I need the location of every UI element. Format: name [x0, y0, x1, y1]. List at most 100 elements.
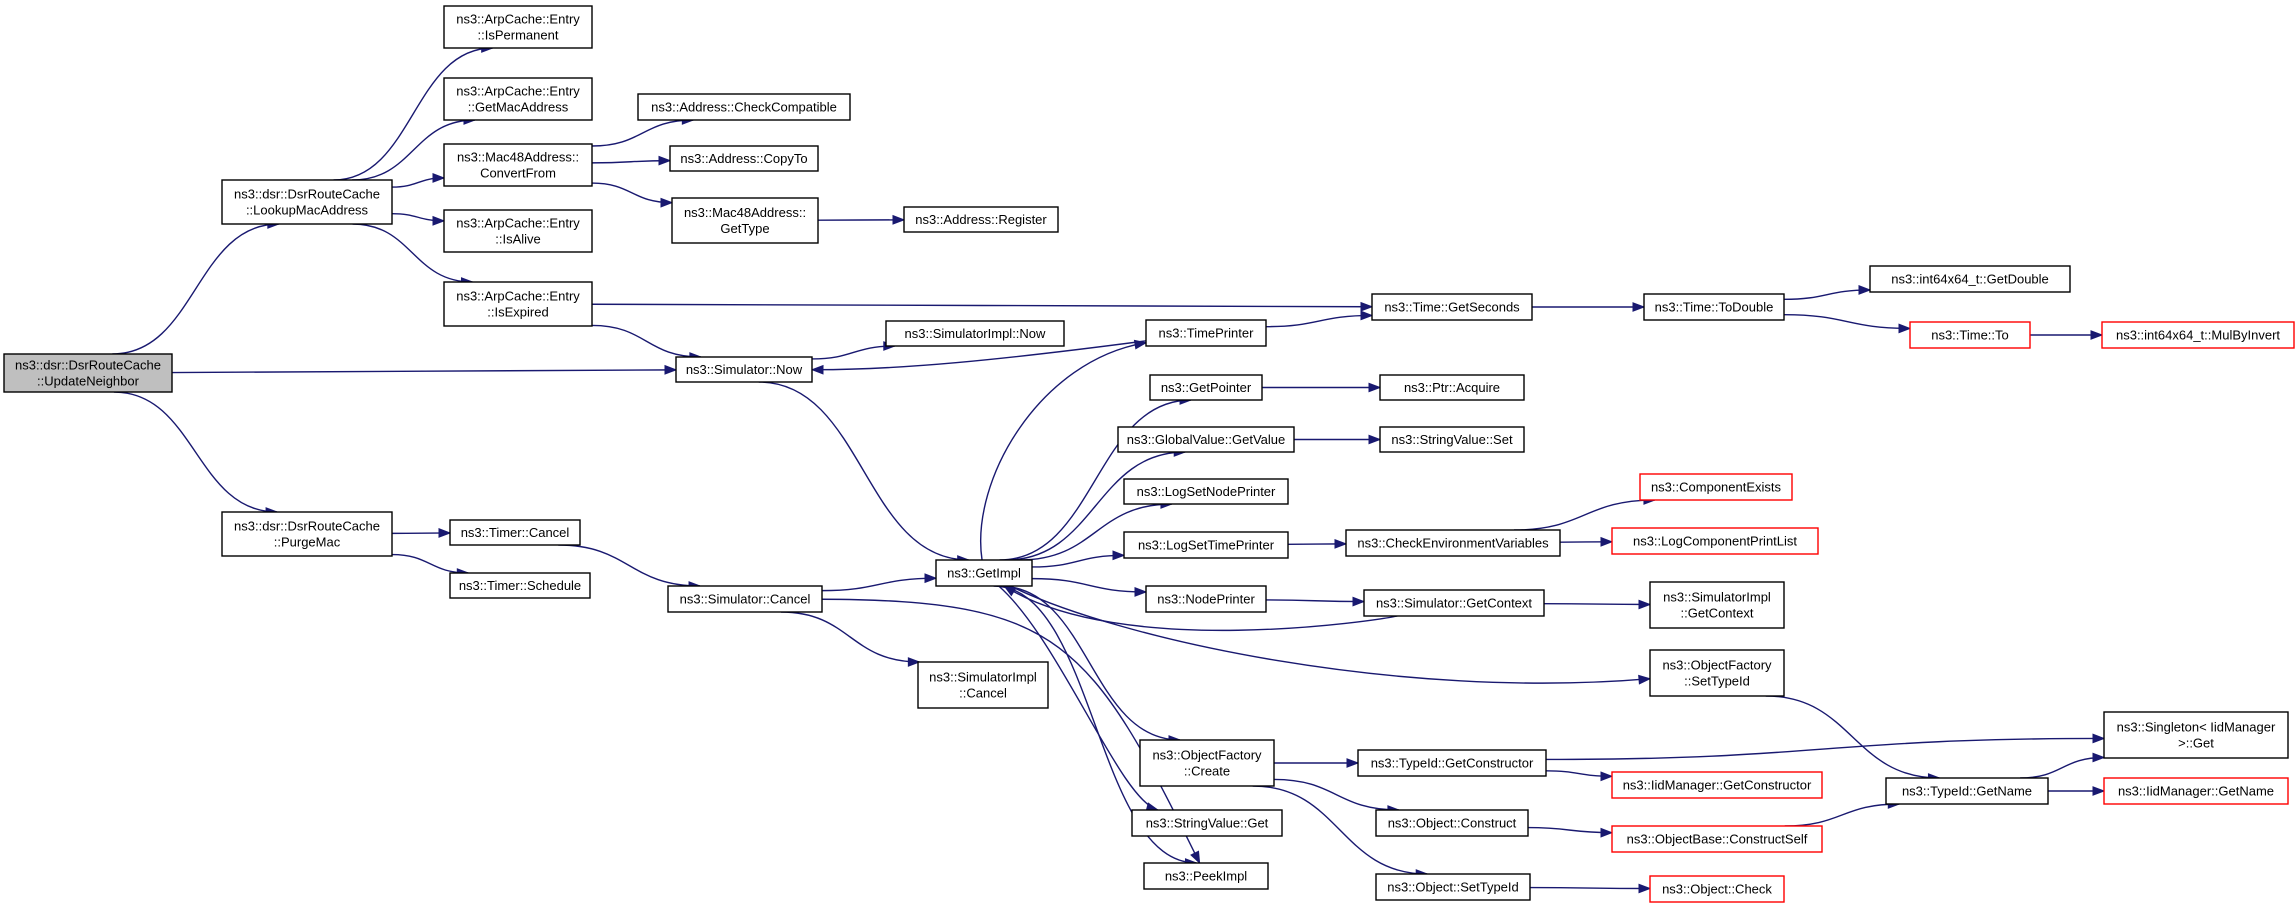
node-timeto[interactable]: ns3::Time::To [1909, 321, 2031, 349]
node-timercancel[interactable]: ns3::Timer::Cancel [449, 519, 581, 546]
node-singletonget[interactable]: ns3::Singleton< IidManager>::Get [2103, 711, 2289, 759]
edge-gettype-to-register-arrowhead [892, 214, 906, 225]
edge-timeprinter-to-timegetsec [1265, 314, 1373, 328]
edge-root-to-simnow [171, 369, 677, 374]
node-iidgetctor[interactable]: ns3::IidManager::GetConstructor [1611, 771, 1823, 799]
edge-timetodouble-to-timeto [1783, 313, 1911, 330]
node-compexists-label-0: ns3::ComponentExists [1651, 480, 1782, 495]
node-register[interactable]: ns3::Address::Register [903, 206, 1059, 233]
node-convfrom[interactable]: ns3::Mac48Address::ConvertFrom [443, 143, 593, 187]
node-objsettid[interactable]: ns3::Object::SetTypeId [1375, 873, 1531, 901]
node-simimplcancel-box [917, 661, 1049, 709]
node-timeprinter[interactable]: ns3::TimePrinter [1145, 319, 1267, 347]
edge-tidgetname-to-singletonget [2020, 756, 2105, 779]
edge-convfrom-to-gettype-arrowhead [660, 197, 674, 208]
node-simcancel-label-0: ns3::Simulator::Cancel [680, 592, 811, 607]
node-simimplgetctx[interactable]: ns3::SimulatorImpl::GetContext [1649, 581, 1785, 629]
node-tidgetctor[interactable]: ns3::TypeId::GetConstructor [1357, 749, 1547, 777]
node-ofsettid[interactable]: ns3::ObjectFactory::SetTypeId [1649, 649, 1785, 697]
node-ofcreate-box [1139, 739, 1275, 787]
node-peekimpl[interactable]: ns3::PeekImpl [1143, 862, 1269, 890]
node-timersched[interactable]: ns3::Timer::Schedule [449, 572, 591, 599]
node-getmac[interactable]: ns3::ArpCache::Entry::GetMacAddress [443, 77, 593, 121]
edge-simgetctx-to-simimplgetctx-arrowhead [1638, 599, 1652, 610]
node-checkenv[interactable]: ns3::CheckEnvironmentVariables [1345, 529, 1561, 557]
node-timetodouble-label-0: ns3::Time::ToDouble [1655, 300, 1774, 315]
node-compexists-box [1639, 473, 1793, 501]
node-isexpired-label-1: ::IsExpired [487, 305, 548, 320]
node-svget[interactable]: ns3::StringValue::Get [1131, 809, 1283, 837]
node-checkenv-label-0: ns3::CheckEnvironmentVariables [1357, 536, 1549, 551]
node-simgetctx[interactable]: ns3::Simulator::GetContext [1363, 589, 1545, 617]
node-tidgetname[interactable]: ns3::TypeId::GetName [1885, 777, 2049, 805]
node-compexists[interactable]: ns3::ComponentExists [1639, 473, 1793, 501]
node-isperm-box [443, 5, 593, 49]
node-isalive-label-1: ::IsAlive [495, 232, 541, 247]
node-getmac-box [443, 77, 593, 121]
node-svset[interactable]: ns3::StringValue::Set [1379, 426, 1525, 453]
node-tidgetname-label-0: ns3::TypeId::GetName [1902, 784, 2032, 799]
edge-timeprinter-to-simnow [811, 340, 1147, 371]
node-timegetsec[interactable]: ns3::Time::GetSeconds [1371, 293, 1533, 321]
edge-objconstruct-to-obconstructself-arrowhead [1600, 827, 1614, 838]
node-i64mulbyinv[interactable]: ns3::int64x64_t::MulByInvert [2101, 321, 2295, 349]
node-objcheck[interactable]: ns3::Object::Check [1649, 875, 1785, 903]
edge-lookupmac-to-isperm [333, 47, 493, 181]
node-gettype[interactable]: ns3::Mac48Address::GetType [671, 197, 819, 244]
node-objsettid-label-0: ns3::Object::SetTypeId [1387, 880, 1519, 895]
node-getimpl-box [935, 559, 1033, 587]
node-simnow-label-0: ns3::Simulator::Now [686, 362, 803, 377]
node-purgemac[interactable]: ns3::dsr::DsrRouteCache::PurgeMac [221, 511, 393, 557]
node-getimpl[interactable]: ns3::GetImpl [935, 559, 1033, 587]
edge-ofsettid-to-tidgetname [1765, 695, 1940, 779]
edge-checkenv-to-logcomplist-arrowhead [1600, 536, 1614, 547]
node-simnow[interactable]: ns3::Simulator::Now [675, 356, 813, 383]
node-simnow-box [675, 356, 813, 383]
node-gettype-label-0: ns3::Mac48Address:: [684, 205, 806, 220]
node-obconstructself[interactable]: ns3::ObjectBase::ConstructSelf [1611, 825, 1823, 853]
node-nodeprinter[interactable]: ns3::NodePrinter [1145, 585, 1267, 613]
node-nodeprinter-box [1145, 585, 1267, 613]
node-singletonget-box [2103, 711, 2289, 759]
node-gvgetvalue[interactable]: ns3::GlobalValue::GetValue [1117, 426, 1295, 453]
node-lookupmac[interactable]: ns3::dsr::DsrRouteCache::LookupMacAddres… [221, 179, 393, 225]
node-isexpired[interactable]: ns3::ArpCache::Entry::IsExpired [443, 281, 593, 327]
node-convfrom-box [443, 143, 593, 187]
node-timetodouble[interactable]: ns3::Time::ToDouble [1643, 293, 1785, 321]
node-timercancel-label-0: ns3::Timer::Cancel [461, 525, 570, 540]
node-nodeprinter-label-0: ns3::NodePrinter [1157, 592, 1255, 607]
node-peekimpl-box [1143, 862, 1269, 890]
node-tidgetctor-label-0: ns3::TypeId::GetConstructor [1371, 756, 1534, 771]
node-iidgetname-label-0: ns3::IidManager::GetName [2118, 784, 2274, 799]
node-simimplnow[interactable]: ns3::SimulatorImpl::Now [885, 320, 1065, 347]
edge-tidgetname-to-singletonget-arrowhead [2092, 752, 2106, 763]
node-simimplcancel[interactable]: ns3::SimulatorImpl::Cancel [917, 661, 1049, 709]
node-isalive-box [443, 209, 593, 253]
node-copyto[interactable]: ns3::Address::CopyTo [669, 145, 819, 172]
node-iidgetname[interactable]: ns3::IidManager::GetName [2103, 777, 2289, 805]
node-ptracq[interactable]: ns3::Ptr::Acquire [1379, 374, 1525, 401]
node-logsettime[interactable]: ns3::LogSetTimePrinter [1123, 531, 1289, 559]
node-logsettime-box [1123, 531, 1289, 559]
node-getpointer[interactable]: ns3::GetPointer [1149, 374, 1263, 401]
node-ofcreate[interactable]: ns3::ObjectFactory::Create [1139, 739, 1275, 787]
node-isexpired-label-0: ns3::ArpCache::Entry [456, 289, 580, 304]
node-isperm[interactable]: ns3::ArpCache::Entry::IsPermanent [443, 5, 593, 49]
nodes-layer: ns3::dsr::DsrRouteCache::UpdateNeighborn… [3, 5, 2295, 903]
node-simcancel[interactable]: ns3::Simulator::Cancel [667, 585, 823, 613]
node-ofsettid-box [1649, 649, 1785, 697]
edge-simcancel-to-peekimpl-arrowhead [1190, 850, 1201, 865]
node-checkcompat[interactable]: ns3::Address::CheckCompatible [637, 93, 851, 121]
node-objconstruct[interactable]: ns3::Object::Construct [1375, 809, 1529, 837]
node-objcheck-box [1649, 875, 1785, 903]
node-logsetnode[interactable]: ns3::LogSetNodePrinter [1123, 478, 1289, 505]
node-logcomplist[interactable]: ns3::LogComponentPrintList [1611, 527, 1819, 555]
node-root[interactable]: ns3::dsr::DsrRouteCache::UpdateNeighbor [3, 353, 173, 393]
node-isalive-label-0: ns3::ArpCache::Entry [456, 216, 580, 231]
edge-checkenv-to-compexists [1514, 499, 1655, 531]
node-timegetsec-label-0: ns3::Time::GetSeconds [1384, 300, 1520, 315]
node-i64getdouble[interactable]: ns3::int64x64_t::GetDouble [1869, 265, 2071, 293]
edge-getimpl-to-ofsettid [1010, 585, 1651, 684]
node-isalive[interactable]: ns3::ArpCache::Entry::IsAlive [443, 209, 593, 253]
